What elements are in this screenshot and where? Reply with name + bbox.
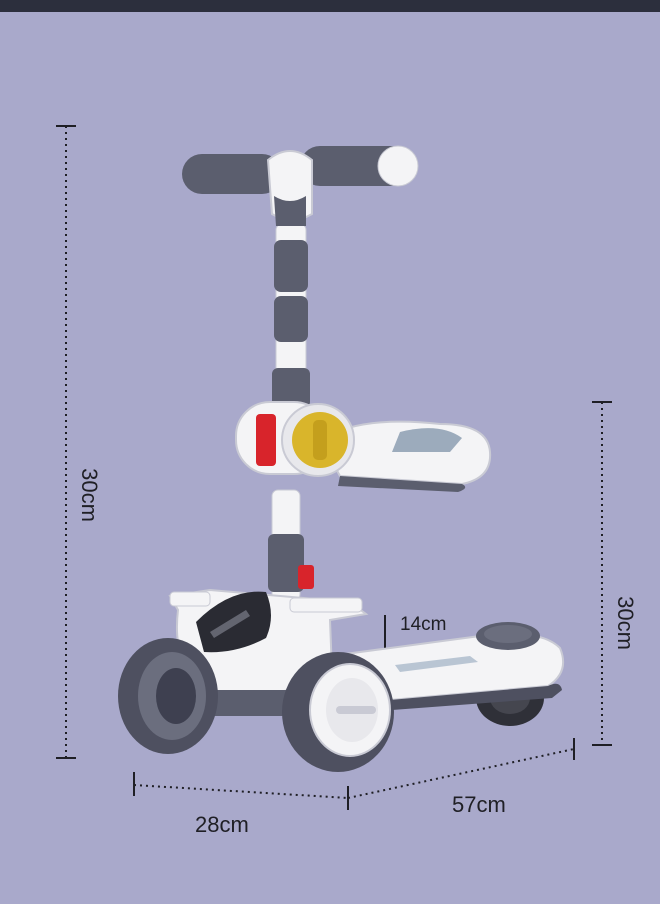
total-height-label: 30cm — [76, 468, 102, 522]
length-line — [347, 748, 575, 799]
seat — [235, 401, 492, 492]
dimension-lines — [56, 125, 612, 810]
left-front-wheel — [118, 638, 218, 754]
handlebar — [182, 145, 419, 226]
deck-height-label: 14cm — [400, 614, 447, 635]
top-border — [0, 0, 660, 12]
seat-height-label: 30cm — [612, 596, 638, 650]
stem — [268, 223, 314, 601]
length-label: 57cm — [452, 792, 506, 817]
right-front-wheel — [282, 652, 394, 772]
width-label: 28cm — [195, 812, 249, 837]
width-line — [133, 784, 349, 799]
